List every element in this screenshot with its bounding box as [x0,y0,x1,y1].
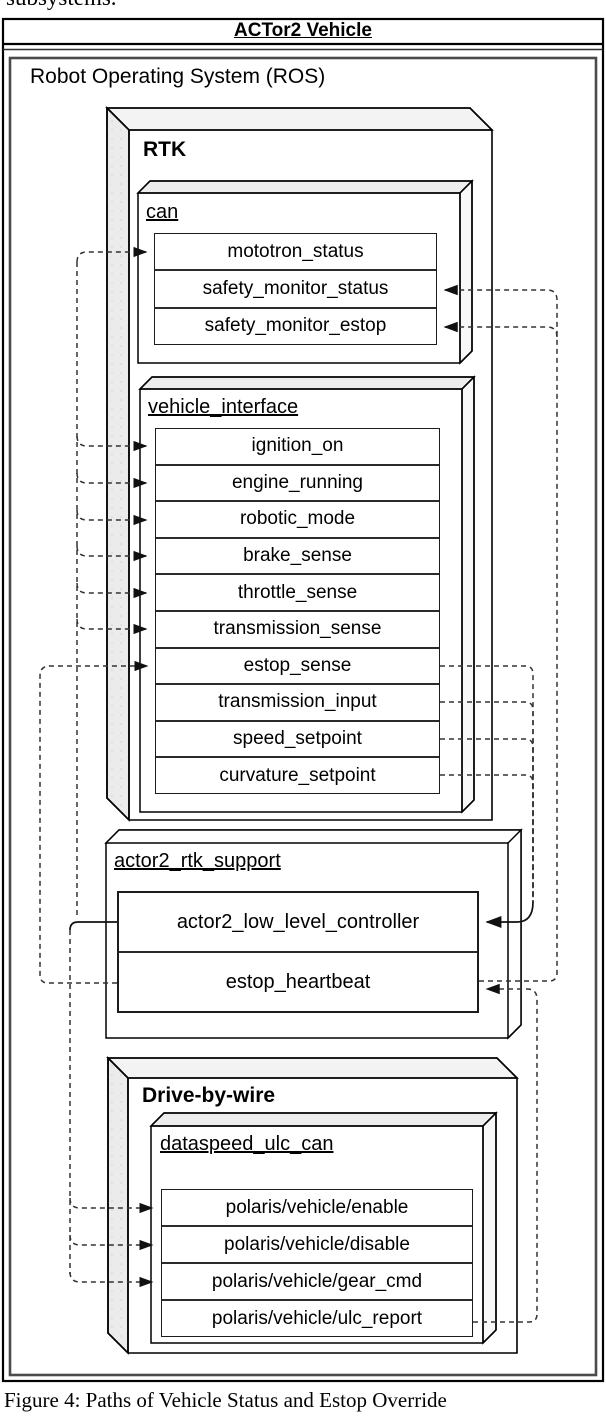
topic-row: transmission_input [156,685,439,722]
controller-connectors [69,901,534,931]
rtk-label: RTK [143,138,187,161]
topic-row: curvature_setpoint [219,764,376,786]
actor2-rtk-support-node-list: actor2_low_level_controller estop_heartbe… [117,891,479,1013]
topic-row: mototron_status [155,234,436,272]
topic-row: safety_monitor_status [155,271,436,309]
topic-row: polaris/vehicle/enable [162,1190,472,1227]
topic-row: polaris/vehicle/ulc_report [211,1307,423,1329]
topic-row: throttle_sense [156,575,439,612]
topic-row: actor2_low_level_controller [119,893,477,953]
ros-label: Robot Operating System (ROS) [30,65,326,88]
dataspeed-ulc-can-node [149,1111,498,1345]
topic-row: transmission_sense [156,612,439,649]
topic-row: speed_setpoint [156,722,439,759]
can-label: can [146,201,179,223]
topic-row: brake_sense [156,539,439,576]
topic-row: polaris/vehicle/gear_cmd [162,1264,472,1301]
actor2-rtk-support-label: actor2_rtk_support [114,850,281,872]
topic-row: estop_sense [156,649,439,686]
dataspeed-ulc-can-label: dataspeed_ulc_can [160,1133,334,1155]
can-node [136,179,474,365]
rtk-node [105,106,494,822]
topic-row: robotic_mode [156,502,439,539]
topic-connectors [39,246,558,1323]
topic-row: ignition_on [156,429,439,466]
figure-caption: Figure 4: Paths of Vehicle Status and Es… [4,1388,447,1412]
drive-by-wire-label: Drive-by-wire [142,1084,276,1107]
page-body-text-fragment: subsystems. [6,0,117,11]
drive-by-wire-node [106,1056,519,1355]
vehicle-interface-node [138,375,476,814]
topic-row: estop_heartbeat [225,970,371,993]
vehicle-interface-label: vehicle_interface [148,396,299,418]
topic-row: safety_monitor_estop [204,315,387,337]
topic-row: polaris/vehicle/disable [162,1227,472,1264]
topic-row: engine_running [156,466,439,503]
diagram-title: ACTor2 Vehicle [234,20,372,41]
